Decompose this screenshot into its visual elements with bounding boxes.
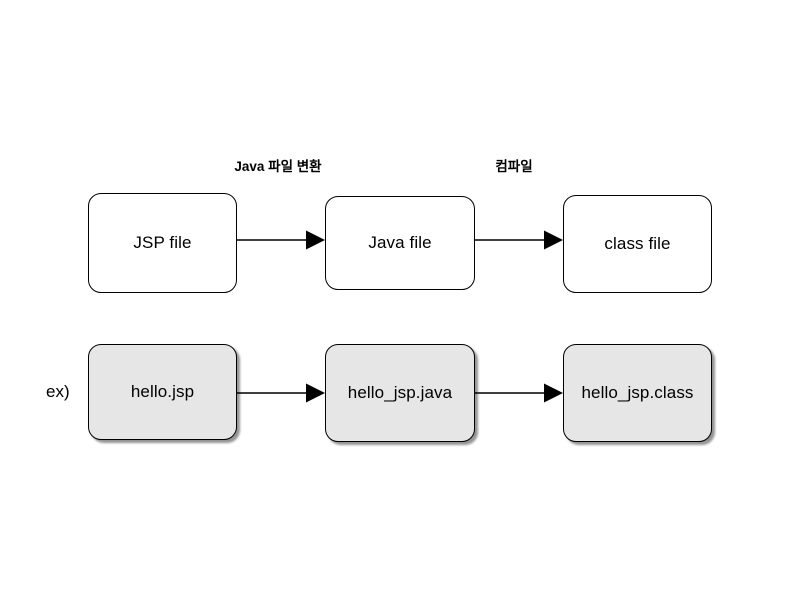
node-java-file-label: Java file xyxy=(368,232,432,252)
arrow-jsp-to-java-head xyxy=(306,230,325,250)
edge-label-java-conversion: Java 파일 변환 xyxy=(234,159,322,174)
node-hello-jsp[interactable]: hello.jsp xyxy=(88,344,237,440)
arrow-java-to-class-head xyxy=(544,230,563,250)
node-hello-jsp-java-label: hello_jsp.java xyxy=(347,382,453,402)
node-class-file[interactable]: class file xyxy=(563,195,712,293)
node-hello-jsp-java[interactable]: hello_jsp.java xyxy=(325,344,475,442)
node-jsp-file-label: JSP file xyxy=(133,232,192,252)
arrow-hellojava-to-class-head xyxy=(544,383,563,403)
node-class-file-label: class file xyxy=(604,233,671,253)
arrow-hellojsp-to-java-head xyxy=(306,383,325,403)
node-jsp-file[interactable]: JSP file xyxy=(88,193,237,293)
node-hello-jsp-label: hello.jsp xyxy=(130,381,195,401)
node-java-file[interactable]: Java file xyxy=(325,196,475,290)
node-hello-jsp-class[interactable]: hello_jsp.class xyxy=(563,344,712,442)
node-hello-jsp-class-label: hello_jsp.class xyxy=(581,382,694,402)
edge-label-compile: 컴파일 xyxy=(495,159,533,174)
example-prefix-label: ex) xyxy=(46,382,70,401)
